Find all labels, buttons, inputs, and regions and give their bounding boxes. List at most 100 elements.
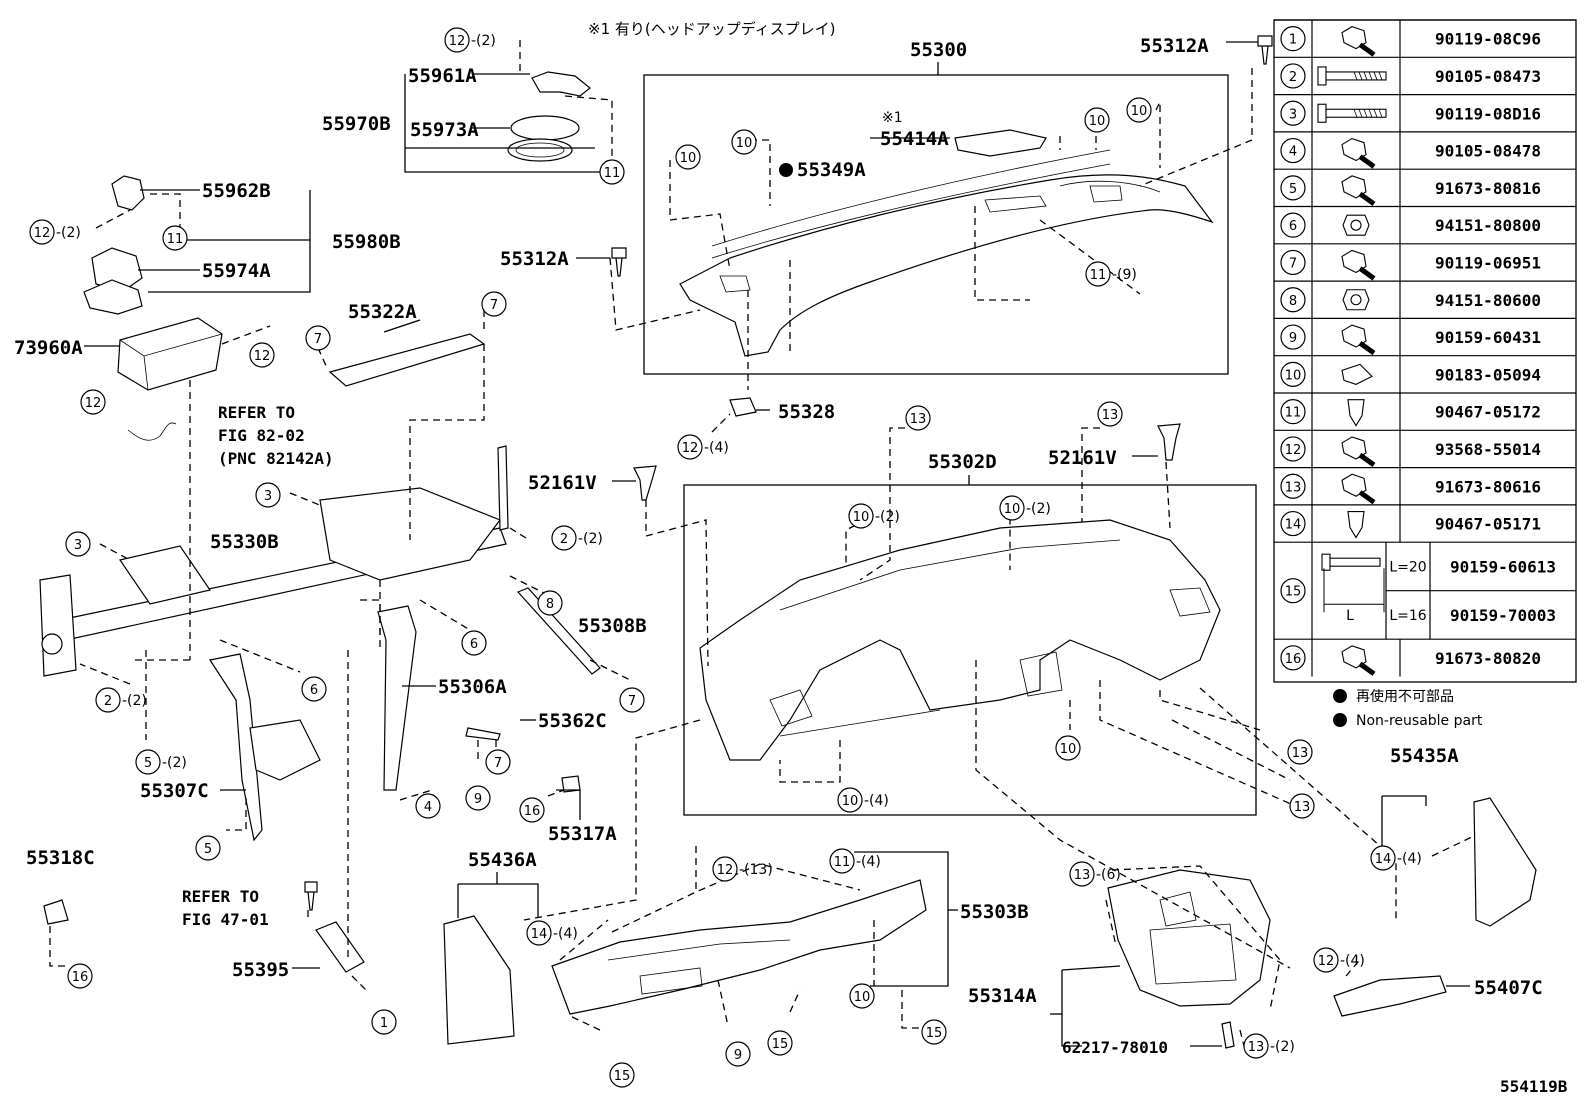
callout-circle [1084,107,1110,133]
part-55308b-drawing [516,587,601,675]
legend-part-number: 90159-70003 [1450,606,1556,625]
callout-circle [1085,261,1111,287]
callout-10: 10 [1084,107,1110,133]
callout-number: 12 [34,226,51,241]
callout-circle [537,590,563,616]
legend-number-circle [1280,578,1306,604]
callout-number: 7 [490,298,498,313]
callout-number: 15 [926,1026,943,1041]
callout-quantity: -(4) [704,440,729,456]
part-55407c-drawing [1333,975,1447,1017]
group-frame-55300 [643,74,1229,375]
callout-quantity: -(2) [578,531,603,547]
callout-circle [905,405,931,431]
callout-circle [95,687,121,713]
svg-text:FIG 47-01: FIG 47-01 [182,910,269,929]
callout-number: 10 [1060,742,1077,757]
legend-number-circle [1280,212,1306,238]
callout-number: 13 [1292,746,1309,761]
upper-panel-pad-drawing [679,149,1214,357]
legend-number: 9 [1289,331,1297,346]
clip-nut-icon [1341,363,1373,385]
legend-number: 7 [1289,256,1297,271]
callout-circle [1289,793,1315,819]
callout-quantity: -(4) [856,854,881,870]
callout-circle [999,495,1025,521]
svg-text:REFER TO: REFER TO [182,887,259,906]
callout-circle [1313,947,1339,973]
flange-bolt-icon [1341,324,1376,356]
center-bracket-drawing [1107,869,1271,1007]
callout-number: 8 [546,597,554,612]
svg-text:(PNC 82142A): (PNC 82142A) [218,449,334,468]
svg-text:FIG 82-02: FIG 82-02 [218,426,305,445]
part-label: 55436A [468,849,537,871]
hud-cover-drawing [954,129,1047,157]
part-label: 55312A [500,248,569,270]
legend-number-circle [1280,249,1306,276]
callout-number: 13 [1248,1040,1265,1055]
callout-circle [305,325,331,351]
callout-6: 6 [301,676,327,702]
part-62217-drawing [1221,1021,1235,1049]
callout-13: 13 [1289,793,1315,819]
callout-15: 15 [767,1030,793,1056]
callout-quantity: -(13) [739,862,773,878]
callout-16: 16 [67,963,93,989]
part-label: 55395 [232,959,289,981]
callout-quantity: -(6) [1096,867,1121,883]
callout-circle [712,856,738,882]
callout-number: 12 [85,396,102,411]
callout-number: 10 [1004,502,1021,517]
part-label: 55980B [332,231,401,253]
legend-number: 15 [1285,585,1302,600]
option-mark: ※1 [882,110,903,126]
callout-circle [921,1019,947,1045]
part-55436a-drawing [443,915,515,1045]
callout-7: 7 [305,325,331,351]
part-label: 52161V [1048,447,1117,469]
legend-number-circle [1280,645,1306,671]
legend-length: L=16 [1389,608,1426,624]
fastener-52161v-right [1157,423,1181,461]
legend-number: 14 [1285,518,1302,533]
part-drawings [39,35,1537,1049]
legend-number: 6 [1289,219,1297,234]
callout-number: 13 [1102,408,1119,423]
fastener-refer-47 [304,881,318,911]
non-reusable-dot-icon [1333,713,1347,727]
lower-instrument-panel-drawing [699,519,1221,761]
legend-note-en: Non-reusable part [1356,713,1483,729]
callout-circle [481,291,507,317]
part-label: 55349A [797,159,866,181]
callout-circle [731,129,757,155]
part-label: 55407C [1474,977,1543,999]
callout-quantity: -(2) [162,755,187,771]
callout-10: 10 [731,129,757,155]
callout-circle [675,144,701,170]
callout-circle [619,687,645,713]
callout-15: 15 [921,1019,947,1045]
legend-part-number: 90183-05094 [1435,365,1541,384]
legend-number: 12 [1285,443,1302,458]
callout-12: 12-(4) [1313,947,1365,973]
callout-7: 7 [481,291,507,317]
legend-part-number: 90119-08D16 [1435,104,1541,123]
callout-number: 10 [842,794,859,809]
non-reusable-dot-icon [779,163,793,177]
push-clip-icon [1347,511,1365,539]
callout-11: 11 [162,225,188,251]
callout-quantity: -(2) [1026,501,1051,517]
part-label: 55961A [408,65,477,87]
callout-5: 5 [195,835,221,861]
callout-13: 13 [1097,401,1123,427]
callout-number: 10 [854,990,871,1005]
callout-number: 11 [604,166,621,181]
callout-circle [29,219,55,245]
callout-8: 8 [537,590,563,616]
